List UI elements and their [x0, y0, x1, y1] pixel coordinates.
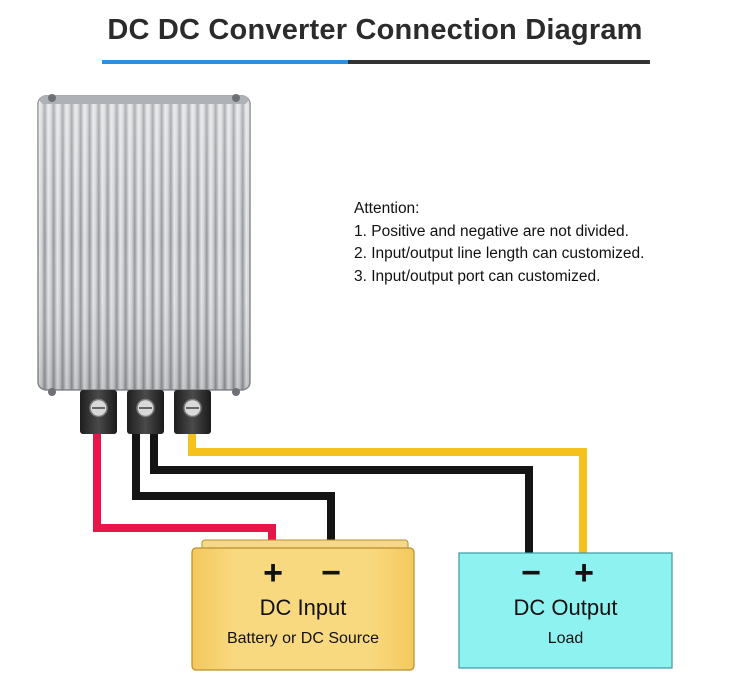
notes-heading: Attention:	[354, 200, 420, 217]
input-positive-sign: +	[263, 554, 283, 592]
converter-top-edge	[40, 96, 248, 104]
mount-hole-bottom-right	[232, 388, 240, 396]
output-box-title: DC Output	[513, 595, 618, 620]
input-negative-sign: −	[321, 554, 341, 592]
wire-input-negative	[132, 434, 335, 560]
wire-output-negative	[150, 434, 533, 556]
note-item: 1. Positive and negative are not divided…	[354, 222, 629, 240]
title-underline-accent	[102, 60, 348, 64]
output-positive-sign: +	[574, 554, 594, 592]
title-underline-rule	[348, 60, 650, 64]
diagram-title: DC DC Converter Connection Diagram	[107, 14, 643, 46]
note-item: 2. Input/output line length can customiz…	[354, 245, 645, 262]
input-box-body	[191, 547, 415, 671]
output-negative-sign: −	[521, 554, 541, 592]
mount-hole-top-right	[232, 94, 240, 102]
mount-hole-bottom-left	[48, 388, 56, 396]
input-box-subtitle: Battery or DC Source	[226, 630, 380, 647]
wire-output-positive	[188, 434, 587, 556]
output-box-subtitle: Load	[547, 630, 584, 647]
dc-output-box	[458, 552, 673, 669]
mount-hole-top-left	[48, 94, 56, 102]
input-box-title: DC Input	[259, 595, 347, 620]
converter-unit	[37, 94, 251, 396]
dc-input-box	[191, 539, 415, 671]
attention-notes: Attention: 1. Positive and negative are …	[354, 198, 644, 288]
converter-terminals	[80, 390, 211, 434]
note-item: 3. Input/output port can customized.	[354, 267, 601, 285]
